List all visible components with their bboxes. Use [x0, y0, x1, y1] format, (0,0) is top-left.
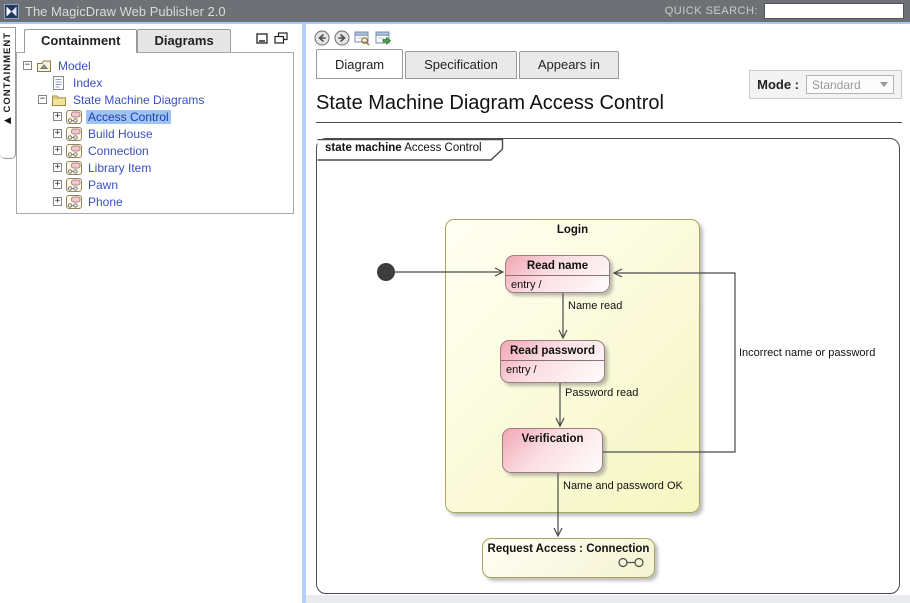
back-button[interactable] — [314, 30, 330, 46]
mode-label: Mode : — [757, 77, 799, 92]
tab-diagrams[interactable]: Diagrams — [137, 29, 231, 52]
main-panel: Diagram Specification Appears in Mode : … — [306, 24, 910, 603]
quick-search-input[interactable] — [764, 3, 904, 19]
tree-item-label[interactable]: Connection — [88, 143, 149, 158]
state-login-title: Login — [556, 224, 589, 236]
frame-name: Access Control — [404, 142, 482, 154]
tree-item-label[interactable]: Build House — [88, 126, 153, 141]
chevron-down-icon — [880, 82, 888, 87]
open-in-new-window-button[interactable] — [375, 30, 392, 46]
index-icon — [51, 75, 67, 90]
state-verification-title: Verification — [521, 433, 584, 445]
label-name-read: Name read — [568, 300, 623, 312]
tab-appears-in[interactable]: Appears in — [518, 51, 619, 79]
statemachine-icon — [66, 160, 82, 175]
tab-containment[interactable]: Containment — [24, 29, 138, 53]
tree-item-label[interactable]: Model — [58, 58, 91, 73]
expand-expander-icon[interactable]: + — [53, 196, 62, 206]
state-read-password-entry: entry / — [506, 364, 537, 376]
state-read-name-title: Read name — [526, 260, 589, 272]
tree-item-pawn[interactable]: + Pawn — [17, 176, 293, 193]
tree-item-phone[interactable]: + Phone — [17, 193, 293, 210]
sidebar-tab-bar: Containment Diagrams — [16, 28, 302, 53]
tree-item-label[interactable]: Index — [73, 75, 103, 90]
label-password-read: Password read — [565, 387, 639, 399]
minimize-icon[interactable] — [256, 31, 268, 49]
diagram-canvas: state machine Access Control Login Read … — [306, 130, 910, 596]
expand-expander-icon[interactable]: + — [53, 111, 62, 121]
mode-value: Standard — [812, 77, 861, 92]
tree-item-label[interactable]: Phone — [88, 194, 123, 209]
tree-item-label[interactable]: Access Control — [86, 109, 171, 124]
content-tab-bar: Diagram Specification Appears in — [316, 49, 910, 79]
page-title: State Machine Diagram Access Control — [316, 92, 664, 114]
state-request-access[interactable]: Request Access : Connection — [482, 538, 655, 578]
folder-icon — [51, 93, 67, 107]
title-divider — [316, 122, 902, 123]
collapse-tab-label: CONTAINMENT — [2, 32, 13, 113]
magicdraw-logo-icon — [4, 3, 19, 19]
app-title: The MagicDraw Web Publisher 2.0 — [25, 3, 226, 19]
state-read-password[interactable]: Read password entry / — [500, 340, 605, 383]
state-read-name-entry: entry / — [511, 279, 542, 291]
forward-button[interactable] — [334, 30, 350, 46]
label-ok: Name and password OK — [563, 480, 683, 492]
collapse-expander-icon[interactable]: − — [38, 94, 47, 104]
statemachine-icon — [66, 109, 82, 124]
state-read-password-title: Read password — [510, 345, 595, 357]
panel-splitter[interactable] — [302, 24, 306, 603]
quick-search-label: QUICK SEARCH: — [664, 5, 758, 17]
bottom-strip — [306, 595, 910, 603]
frame-keyword: state machine — [325, 142, 402, 154]
tab-diagram[interactable]: Diagram — [316, 49, 404, 79]
workspace: CONTAINMENT ◀ Containment Diagrams − Mode… — [0, 24, 910, 603]
submachine-icon — [617, 555, 645, 573]
tree-item-library-item[interactable]: + Library Item — [17, 159, 293, 176]
navigation-toolbar — [314, 29, 910, 47]
tree-item-label[interactable]: Pawn — [88, 177, 119, 192]
frame-label-shape — [317, 139, 504, 161]
state-read-name[interactable]: Read name entry / — [505, 255, 610, 293]
expand-expander-icon[interactable]: + — [53, 145, 62, 155]
expand-expander-icon[interactable]: + — [53, 162, 62, 172]
state-divider — [506, 275, 609, 276]
state-divider — [501, 360, 604, 361]
panel-window-controls — [256, 31, 288, 49]
expand-expander-icon[interactable]: + — [53, 128, 62, 138]
cascade-windows-icon[interactable] — [274, 31, 288, 49]
statemachine-icon — [66, 143, 82, 158]
statemachine-icon — [66, 126, 82, 141]
mode-control: Mode : Standard — [749, 70, 902, 99]
tree-item-state-machine-diagrams[interactable]: − State Machine Diagrams — [17, 91, 293, 108]
tree-item-connection[interactable]: + Connection — [17, 142, 293, 159]
tree-item-index[interactable]: Index — [17, 74, 293, 91]
package-icon — [36, 59, 52, 73]
tab-specification[interactable]: Specification — [405, 51, 517, 79]
statemachine-icon — [66, 194, 82, 209]
tree-item-access-control[interactable]: + Access Control — [17, 108, 293, 125]
state-verification[interactable]: Verification — [502, 428, 603, 473]
title-bar: The MagicDraw Web Publisher 2.0 QUICK SE… — [0, 0, 910, 22]
sidebar-collapse-strip: CONTAINMENT ◀ — [0, 24, 16, 603]
find-in-tree-button[interactable] — [354, 30, 371, 46]
frame-label: state machine Access Control — [325, 142, 482, 154]
mode-dropdown[interactable]: Standard — [806, 75, 894, 94]
label-incorrect: Incorrect name or password — [739, 347, 876, 359]
statemachine-icon — [66, 177, 82, 192]
expand-expander-icon[interactable]: + — [53, 179, 62, 189]
accent-divider — [0, 22, 910, 24]
tree-item-label[interactable]: Library Item — [88, 160, 152, 175]
tree-item-model[interactable]: − Model — [17, 57, 293, 74]
containment-collapse-tab[interactable]: CONTAINMENT ◀ — [0, 27, 16, 159]
tree-item-build-house[interactable]: + Build House — [17, 125, 293, 142]
collapse-arrow-icon: ◀ — [4, 115, 11, 126]
collapse-expander-icon[interactable]: − — [23, 60, 32, 70]
state-request-access-title: Request Access : Connection — [487, 543, 650, 555]
tree-item-label[interactable]: State Machine Diagrams — [73, 92, 205, 107]
